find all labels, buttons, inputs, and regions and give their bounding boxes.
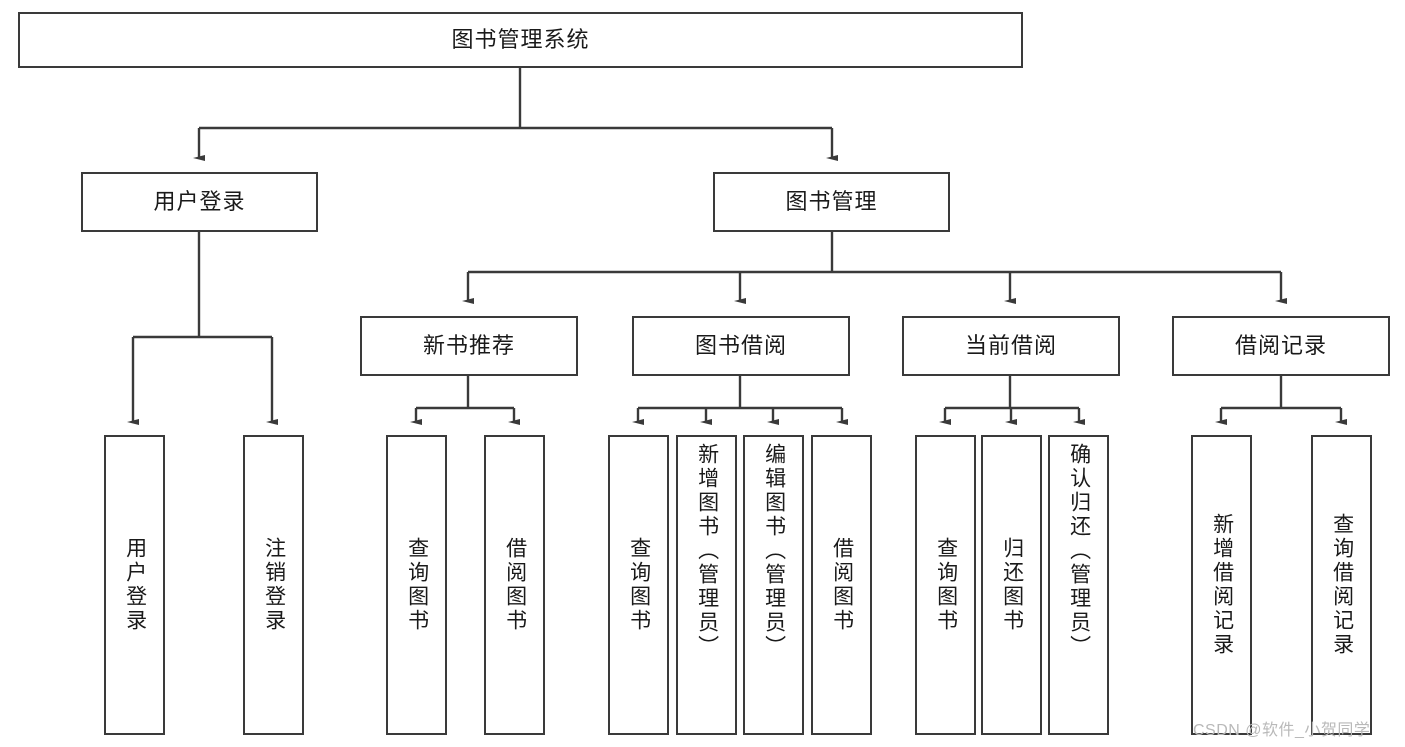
leaf-current-borrow-confirm-return[interactable]: 确认归还（管理员） [1048, 435, 1109, 735]
node-label: 查询图书 [405, 537, 429, 633]
node-label: 查询借阅记录 [1330, 513, 1354, 657]
node-root-system[interactable]: 图书管理系统 [18, 12, 1023, 68]
node-label: 用户登录 [123, 537, 147, 633]
node-label: 新书推荐 [422, 332, 515, 358]
node-book-borrowing[interactable]: 图书借阅 [632, 316, 850, 376]
node-label: 注销登录 [262, 537, 286, 633]
node-label: 图书管理 [785, 188, 878, 214]
edge-new-books-to-leaves [410, 376, 520, 425]
leaf-current-borrow-return[interactable]: 归还图书 [981, 435, 1042, 735]
node-label: 借阅图书 [830, 537, 854, 633]
node-label: 编辑图书（管理员） [762, 443, 786, 659]
leaf-new-books-borrow[interactable]: 借阅图书 [484, 435, 545, 735]
leaf-book-borrow-add[interactable]: 新增图书（管理员） [676, 435, 737, 735]
leaf-records-query[interactable]: 查询借阅记录 [1311, 435, 1372, 735]
leaf-book-borrow-borrow[interactable]: 借阅图书 [811, 435, 872, 735]
leaf-user-login-signout[interactable]: 注销登录 [243, 435, 304, 735]
edge-book-mgmt-to-level2 [462, 232, 1287, 304]
node-label: 查询图书 [934, 537, 958, 633]
node-label: 图书借阅 [694, 332, 787, 358]
node-book-management[interactable]: 图书管理 [713, 172, 950, 232]
node-label: 新增图书（管理员） [695, 443, 719, 659]
watermark-text: CSDN @软件_小贺同学 [1193, 722, 1371, 739]
edge-borrow-records-to-leaves [1215, 376, 1347, 425]
node-label: 借阅记录 [1234, 332, 1327, 358]
leaf-book-borrow-edit[interactable]: 编辑图书（管理员） [743, 435, 804, 735]
edge-current-borrow-to-leaves [939, 376, 1085, 425]
node-label: 用户登录 [153, 188, 246, 214]
leaf-user-login-signin[interactable]: 用户登录 [104, 435, 165, 735]
node-current-borrowing[interactable]: 当前借阅 [902, 316, 1120, 376]
leaf-new-books-query[interactable]: 查询图书 [386, 435, 447, 735]
leaf-records-add[interactable]: 新增借阅记录 [1191, 435, 1252, 735]
node-new-book-recommendation[interactable]: 新书推荐 [360, 316, 578, 376]
node-label: 确认归还（管理员） [1067, 443, 1091, 659]
node-label: 当前借阅 [964, 332, 1057, 358]
leaf-book-borrow-query[interactable]: 查询图书 [608, 435, 669, 735]
leaf-current-borrow-query[interactable]: 查询图书 [915, 435, 976, 735]
node-label: 查询图书 [627, 537, 651, 633]
node-borrow-records[interactable]: 借阅记录 [1172, 316, 1390, 376]
node-label: 归还图书 [1000, 537, 1024, 633]
node-label: 借阅图书 [503, 537, 527, 633]
node-label: 图书管理系统 [451, 26, 590, 52]
node-user-login[interactable]: 用户登录 [81, 172, 318, 232]
edge-root-to-level1 [193, 68, 838, 161]
edge-book-borrow-to-leaves [632, 376, 848, 425]
node-label: 新增借阅记录 [1210, 513, 1234, 657]
edge-user-login-to-leaves [127, 232, 278, 425]
